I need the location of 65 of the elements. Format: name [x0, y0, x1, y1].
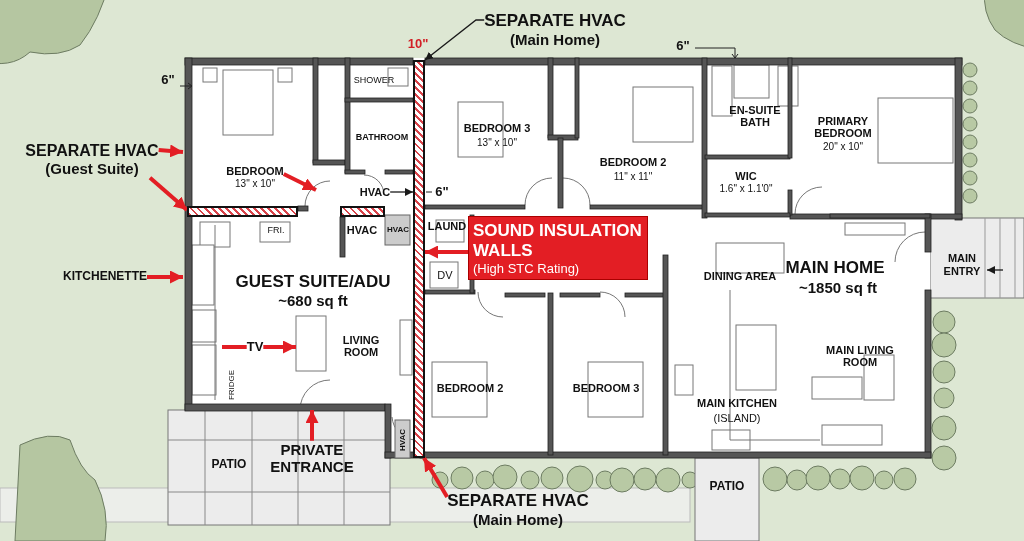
room-dimension: 20" x 10" — [823, 140, 863, 152]
arrow — [425, 245, 468, 259]
callout-title: SEPARATE HVAC — [447, 490, 589, 511]
leader-arrow — [424, 19, 485, 61]
callout-subtitle: (Main Home) — [510, 30, 600, 48]
room-label: LAUND — [427, 219, 467, 233]
room-label: SHOWER — [353, 76, 395, 86]
room-label: BEDROOM 3 — [572, 381, 640, 395]
arrow — [282, 172, 317, 192]
room-label: BEDROOM 2 — [599, 155, 667, 169]
callout-subtitle: (Guest Suite) — [45, 160, 139, 178]
room-label: WIC — [735, 169, 757, 183]
arrow — [158, 144, 184, 158]
hatched-wall — [187, 206, 298, 217]
connector-line — [222, 345, 247, 349]
dimension-label: 6" — [435, 184, 449, 200]
room-label: BEDROOM 3 — [463, 121, 531, 135]
appliance-label: DV — [437, 268, 453, 282]
room-dimension: 13" x 10" — [235, 177, 275, 190]
callout-label: PRIVATE ENTRANCE — [269, 440, 355, 476]
area-title: MAIN HOME — [785, 258, 885, 278]
room-dimension: 13" x 10" — [477, 136, 517, 148]
leader-arrow — [389, 188, 414, 196]
callout-title: SEPARATE HVAC — [484, 10, 626, 31]
appliance-label: FRI. — [267, 226, 285, 236]
callout-title: SOUND INSULATION WALLS — [473, 220, 643, 261]
room-label: MAIN ENTRY — [942, 252, 982, 278]
callout-box — [468, 216, 648, 280]
callout-label: HVAC — [359, 185, 391, 199]
room-label: HVAC — [346, 223, 378, 237]
callout-subtitle: (Main Home) — [473, 510, 563, 528]
room-dimension: 11" x 11" — [613, 170, 653, 182]
room-label: BATHROOM — [355, 133, 409, 143]
dimension-label: 10" — [407, 36, 429, 52]
area-size: ~680 sq ft — [278, 292, 348, 310]
room-label: DINING AREA — [703, 269, 777, 283]
room-label: BEDROOM 2 — [436, 381, 504, 395]
arrow — [422, 456, 449, 499]
arrow — [305, 410, 319, 441]
callout-subtitle: (High STC Rating) — [473, 260, 581, 276]
appliance-label: FRIDGE — [227, 369, 237, 401]
room-dimension: 1.6" x 1.1'0" — [719, 182, 773, 194]
room-label: MAIN LIVING ROOM — [825, 343, 895, 369]
room-label: LIVING ROOM — [341, 333, 381, 359]
room-label: (ISLAND) — [713, 411, 761, 425]
room-label: EN-SUITE BATH — [728, 103, 782, 129]
room-label: PATIO — [211, 458, 247, 472]
dimension-label: 6" — [161, 72, 175, 88]
callout-title: SEPARATE HVAC — [25, 142, 159, 161]
callout-label: KITCHENETTE — [63, 270, 147, 284]
arrow — [148, 176, 189, 212]
area-title: GUEST SUITE/ADU — [235, 272, 391, 292]
hatched-wall — [413, 60, 425, 458]
arrow — [147, 270, 183, 284]
leader-arrow — [986, 266, 1004, 274]
room-label: BEDROOM — [226, 164, 284, 178]
equipment-label: HVAC — [386, 225, 410, 235]
arrow — [263, 340, 296, 354]
area-size: ~1850 sq ft — [799, 279, 877, 297]
equipment-label: HVAC — [398, 428, 408, 452]
room-label: MAIN KITCHEN — [696, 396, 778, 410]
callout-label: TV — [246, 339, 264, 355]
room-label: PATIO — [709, 480, 745, 494]
room-label: PRIMARY BEDROOM — [813, 114, 873, 140]
dimension-label: 6" — [676, 38, 690, 54]
